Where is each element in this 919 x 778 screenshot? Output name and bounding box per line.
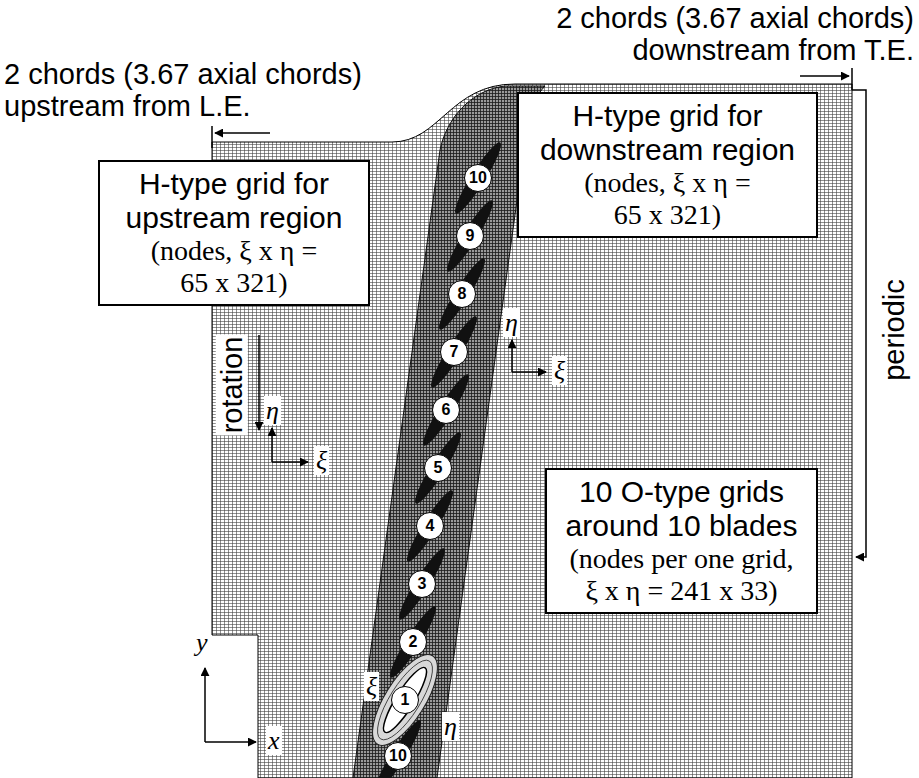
blade-shape (418, 371, 474, 450)
dimension-arrow (800, 75, 849, 77)
blade-number-circle: 2 (399, 628, 427, 656)
callout-number: 2 (400, 629, 426, 654)
xi-axis (512, 371, 546, 373)
boundary-label: periodic (878, 279, 910, 381)
callout-number: 5 (425, 455, 451, 480)
node-count: (nodes, ξ x η = 65 x 321) (150, 235, 318, 299)
node-count: (nodes per one grid, ξ x η = 241 x 33) (563, 543, 801, 607)
axis-label: y (196, 628, 208, 657)
blade-shape (394, 545, 450, 624)
boundary-label: rotation (216, 335, 248, 436)
node-count: (nodes, ξ x η = 65 x 321) (584, 167, 752, 231)
axis-label: ξ (552, 356, 567, 385)
callout-number: 9 (457, 223, 483, 248)
callout-number: 8 (449, 281, 475, 306)
callout-number: 1 (392, 687, 418, 712)
box-heading: H-type grid for upstream region (110, 167, 358, 235)
axis-label: η (503, 308, 520, 337)
eta-axis (271, 428, 273, 462)
x-axis (205, 741, 256, 743)
blade-shape (426, 313, 482, 392)
axis-label: ξ (364, 672, 379, 701)
blade-number-circle: 9 (456, 222, 484, 250)
callout-number: 6 (433, 397, 459, 422)
blade-number-circle: 10 (464, 164, 492, 192)
dimension-tick (211, 126, 213, 148)
callout-number: 10 (465, 165, 491, 190)
xi-axis (272, 461, 308, 463)
blade-number-circle: 3 (408, 570, 436, 598)
blade-number-circle: 4 (416, 512, 444, 540)
axis-label: x (266, 726, 282, 755)
periodic-bracket (852, 90, 866, 557)
blade-shape (450, 139, 506, 218)
callout-number: 4 (417, 513, 443, 538)
blade-number-circle: 5 (424, 454, 452, 482)
dimension-note: 2 chords (3.67 axial chords) downstream … (530, 2, 914, 67)
callout-number: 10 (385, 743, 411, 768)
grid-info-box: H-type grid for downstream region(nodes,… (517, 92, 818, 238)
dimension-tick (851, 68, 853, 90)
blade-shape (410, 429, 466, 508)
box-heading: 10 O-type grids around 10 blades (557, 475, 806, 543)
blade-shape (434, 255, 490, 334)
blade-shape (442, 197, 498, 276)
blade-number-circle: 7 (440, 338, 468, 366)
blade-number-circle: 8 (448, 280, 476, 308)
blade-number-circle: 10 (384, 742, 412, 770)
rotation-arrow (258, 335, 260, 430)
callout-number: 3 (409, 571, 435, 596)
blades (370, 139, 506, 778)
eta-axis (511, 340, 513, 372)
axis-label: η (264, 396, 281, 425)
box-heading: H-type grid for downstream region (529, 99, 806, 167)
grid-info-box: H-type grid for upstream region(nodes, ξ… (98, 160, 370, 306)
grid-info-box: 10 O-type grids around 10 blades(nodes p… (545, 468, 818, 614)
blade-number-circle: 6 (432, 396, 460, 424)
dimension-note: 2 chords (3.67 axial chords) upstream fr… (4, 58, 384, 123)
blade-number-circle: 1 (391, 686, 419, 714)
callout-number: 7 (441, 339, 467, 364)
o-grid-ring (360, 645, 449, 754)
blade-one-grid (360, 645, 449, 754)
axis-label: ξ (314, 446, 329, 475)
dimension-arrow (215, 132, 270, 134)
axis-label: η (442, 712, 459, 741)
y-axis (204, 668, 206, 742)
blade-outline (377, 663, 433, 737)
blade-shape (402, 487, 458, 566)
